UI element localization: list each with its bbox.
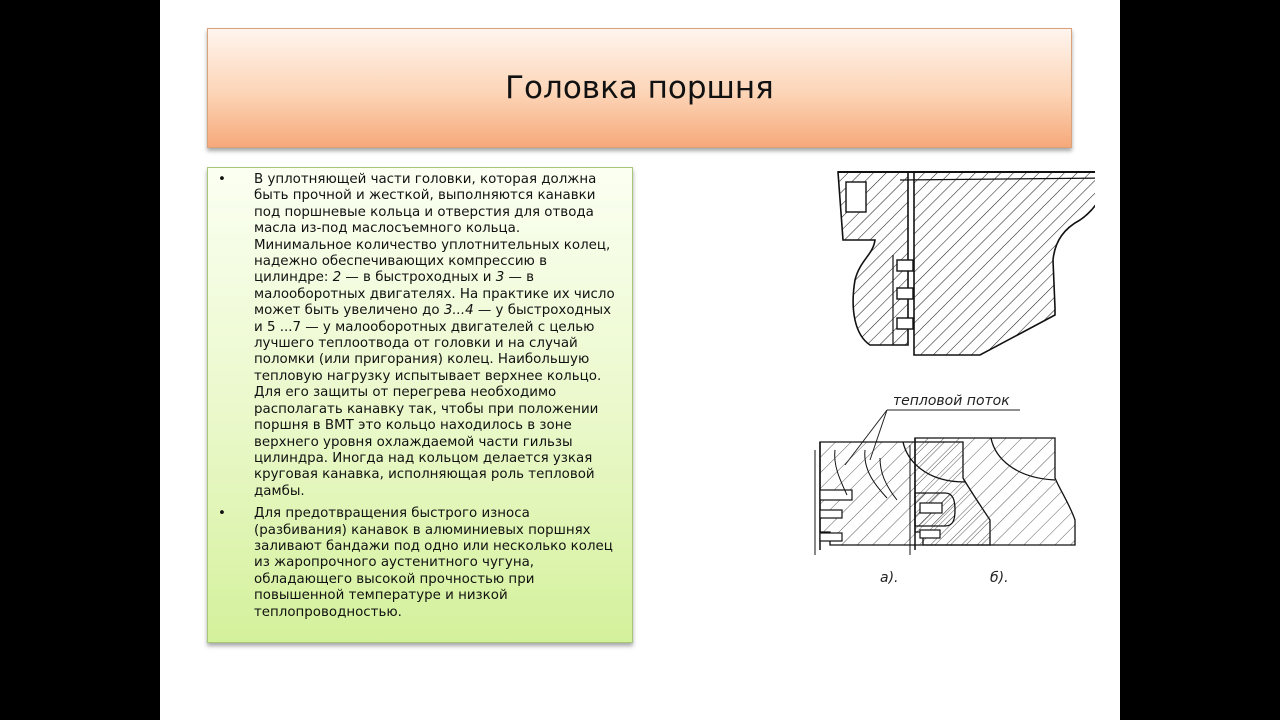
detail-b-label: б). (990, 570, 1009, 586)
paragraph-1-number-3: 3...4 (443, 303, 474, 319)
title-box: Головка поршня (207, 28, 1072, 148)
paragraph-1-number-1: 2 (332, 270, 342, 286)
paragraph-1-part-3: — в малооборотных двигателях. На практик… (254, 270, 615, 319)
detail-b-drawing: б). (909, 437, 1076, 586)
detail-a-label: а). (880, 570, 899, 586)
paragraph-1-part-1: В уплотняющей части головки, которая дол… (254, 172, 611, 286)
bullet-icon: • (218, 506, 226, 522)
paragraph-1-part-4: — у быстроходных и 5 ...7 — у малооборот… (254, 303, 612, 499)
list-item: • Для предотвращения быстрого износа (ра… (216, 506, 622, 621)
paragraph-2: Для предотвращения быстрого износа (разб… (254, 506, 613, 620)
heat-flow-label: тепловой поток (893, 393, 1010, 409)
slide: Головка поршня • В уплотняющей части гол… (160, 0, 1120, 720)
paragraph-1-part-2: — в быстроходных и (341, 270, 496, 286)
bullet-list: • В уплотняющей части головки, которая д… (216, 172, 622, 621)
bullet-icon: • (218, 172, 226, 187)
slide-title: Головка поршня (505, 70, 774, 106)
text-content-box: • В уплотняющей части головки, которая д… (207, 167, 633, 643)
list-item: • В уплотняющей части головки, которая д… (216, 172, 622, 500)
paragraph-1-number-2: 3 (495, 270, 505, 286)
piston-section-drawing (837, 171, 1095, 356)
piston-head-drawings: тепловой поток а). (814, 171, 1095, 586)
